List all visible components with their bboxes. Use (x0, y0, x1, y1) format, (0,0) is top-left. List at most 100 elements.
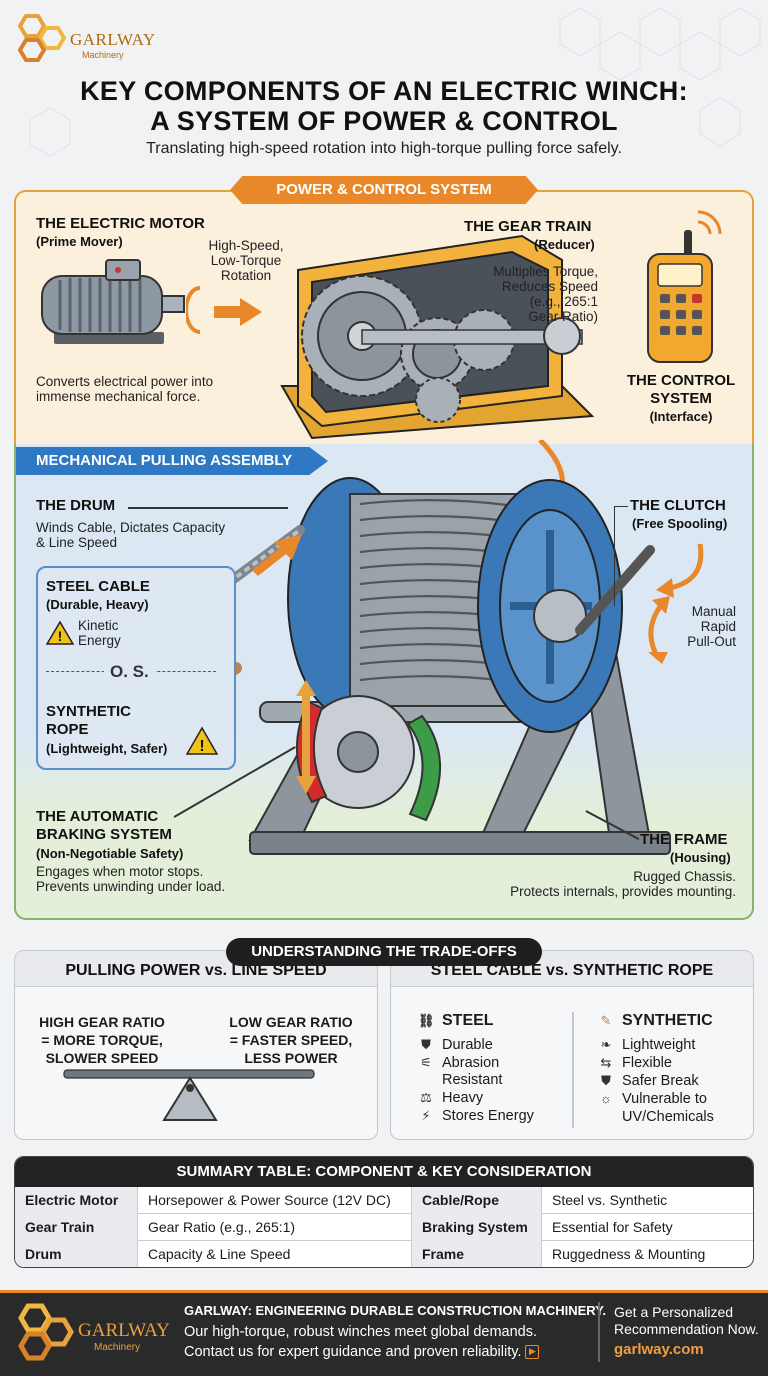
clutch-desc-line-2: Rapid (700, 619, 736, 634)
rope-icon: ✎ (600, 1013, 612, 1028)
steel-head-label: STEEL (442, 1012, 494, 1029)
clutch-arrows-icon (648, 543, 704, 664)
cta-line-1: Get a Personalized (614, 1304, 734, 1320)
braking-system-description: Engages when motor stops. Prevents unwin… (36, 864, 225, 894)
flex-icon: ⇆ (600, 1055, 612, 1070)
gear-desc-line-2: Reduces Speed (501, 279, 598, 294)
synthetic-title-line-2: ROPE (46, 721, 89, 738)
steel-item-label: Heavy (442, 1090, 484, 1106)
synthetic-list: ❧Lightweight ⇆Flexible ⛊Safer Break ☼Vul… (598, 1036, 714, 1126)
rotation-line-2: Low-Torque (210, 253, 282, 268)
steel-item-label: Resistant (442, 1072, 503, 1088)
rotation-arrow-icon (186, 286, 262, 334)
high-gear-ratio-label: HIGH GEAR RATIO = MORE TORQUE, SLOWER SP… (30, 1013, 174, 1067)
clutch-title: THE CLUTCH (630, 497, 726, 514)
footer-logo-tagline: Machinery (94, 1342, 141, 1353)
drum-description: Winds Cable, Dictates Capacity & Line Sp… (36, 520, 225, 550)
clutch-leader-line (614, 506, 628, 606)
table-cell: Steel vs. Synthetic (541, 1187, 753, 1214)
table-cell: Horsepower & Power Source (12V DC) (137, 1187, 407, 1214)
summary-table-title: SUMMARY TABLE: COMPONENT & KEY CONSIDERA… (15, 1157, 753, 1187)
braking-system-title: THE AUTOMATIC BRAKING SYSTEM (36, 808, 172, 844)
motor-description: Converts electrical power into immense m… (36, 374, 213, 404)
shield-icon: ⛊ (601, 1073, 611, 1088)
low-gear-ratio-label: LOW GEAR RATIO = FASTER SPEED, LESS POWE… (216, 1013, 366, 1067)
motor-desc-line-2: immense mechanical force. (36, 389, 201, 404)
synthetic-item-label: Vulnerable to (622, 1091, 707, 1107)
cta-line-2: Recommendation Now. (614, 1321, 759, 1337)
remote-control-illustration (647, 210, 722, 363)
steel-item-label: Abrasion (442, 1055, 500, 1071)
rotation-line-3: Rotation (220, 268, 272, 283)
drum-pointer-arrow (252, 534, 302, 576)
table-cell: Cable/Rope (411, 1187, 541, 1214)
list-item: ⛊ Safer Break (598, 1072, 714, 1090)
column-divider (572, 1012, 574, 1128)
footer-logo[interactable]: GARLWAY Machinery (12, 1300, 172, 1366)
synthetic-item-label: Safer Break (622, 1073, 699, 1089)
synthetic-item-label: Lightweight (622, 1037, 696, 1053)
high-gear-line-3: SLOWER SPEED (45, 1050, 159, 1066)
mechanical-assembly-tab: MECHANICAL PULLING ASSEMBLY (16, 447, 328, 475)
table-row: Electric Motor Horsepower & Power Source… (15, 1187, 753, 1214)
gear-desc-line-3: (e.g., 265:1 (529, 294, 598, 309)
power-control-tab: POWER & CONTROL SYSTEM (230, 176, 538, 204)
drum-leader-line (128, 507, 288, 509)
kinetic-energy-warning: Kinetic Energy (78, 618, 121, 648)
clutch-desc-line-1: Manual (691, 604, 736, 619)
gear-train-description: Multiplies Torque, Reduces Speed (e.g., … (470, 264, 598, 324)
list-item: Resistant (418, 1072, 534, 1089)
gear-train-title: THE GEAR TRAIN (464, 218, 592, 235)
steel-cable-subtitle: (Durable, Heavy) (46, 597, 149, 612)
title-line-2: A SYSTEM OF POWER & CONTROL (150, 106, 618, 136)
brake-desc-line-2: Prevents unwinding under load. (36, 879, 226, 894)
footer-website-link[interactable]: garlway.com (614, 1341, 704, 1358)
drum-desc-line-1: Winds Cable, Dictates Capacity (36, 520, 226, 535)
list-item: ⇆Flexible (598, 1054, 714, 1072)
steel-item-label: Stores Energy (442, 1108, 534, 1124)
list-item: UV/Chemicals (598, 1108, 714, 1126)
table-cell: Gear Ratio (e.g., 265:1) (137, 1214, 407, 1241)
cable-icon: ⛓ (418, 1013, 435, 1028)
hexagon-logo-icon (18, 1303, 74, 1361)
table-cell: Capacity & Line Speed (137, 1241, 407, 1267)
motor-desc-line-1: Converts electrical power into (36, 374, 214, 389)
clutch-desc-line-3: Pull-Out (687, 634, 736, 649)
table-cell: Braking System (411, 1214, 541, 1241)
frame-subtitle: (Housing) (670, 850, 731, 865)
frame-desc-line-2: Protects internals, provides mounting. (510, 884, 736, 899)
list-item: ⚡Stores Energy (418, 1107, 534, 1125)
rotation-label: High-Speed, Low-Torque Rotation (206, 238, 286, 283)
footer-headline: GARLWAY: ENGINEERING DURABLE CONSTRUCTIO… (184, 1303, 607, 1318)
page-subtitle: Translating high-speed rotation into hig… (146, 140, 622, 157)
footer-logo-name: GARLWAY (78, 1320, 170, 1341)
electric-motor-illustration (41, 259, 185, 344)
tradeoffs-tab: UNDERSTANDING THE TRADE-OFFS (226, 938, 542, 966)
steel-column-head: ⛓ STEEL (418, 1012, 494, 1030)
control-title-line-2: SYSTEM (650, 390, 712, 407)
clutch-description: Manual Rapid Pull-Out (662, 604, 736, 649)
arrow-right-icon[interactable]: ▶ (525, 1345, 540, 1360)
logo-name: GARLWAY (70, 30, 156, 49)
steel-cable-title: STEEL CABLE (46, 578, 150, 595)
warning-icon: ! (186, 726, 218, 755)
synthetic-rope-subtitle: (Lightweight, Safer) (46, 741, 168, 756)
weight-icon: ⚖ (420, 1090, 432, 1105)
footer-body: Our high-torque, robust winches meet glo… (184, 1322, 540, 1362)
page-title: KEY COMPONENTS OF AN ELECTRIC WINCH: A S… (0, 76, 768, 136)
footer-body-line-2-row: Contact us for expert guidance and prove… (184, 1342, 540, 1362)
title-line-1: KEY COMPONENTS OF AN ELECTRIC WINCH: (80, 76, 688, 106)
table-cell: Gear Train (15, 1214, 137, 1241)
table-cell: Frame (411, 1241, 541, 1267)
list-item: ☼Vulnerable to (598, 1090, 714, 1108)
svg-text:!: ! (58, 628, 63, 644)
warning-line-2: Energy (78, 633, 121, 648)
footer-cta[interactable]: Get a Personalized Recommendation Now. (614, 1304, 759, 1338)
drum-title: THE DRUM (36, 497, 116, 514)
power-speed-title: PULLING POWER vs. LINE SPEED (15, 951, 377, 987)
shield-icon: ⛊ (421, 1037, 431, 1052)
synthetic-column-head: ✎SYNTHETIC (598, 1012, 713, 1030)
table-row: Gear Train Gear Ratio (e.g., 265:1) Brak… (15, 1214, 753, 1241)
clutch-subtitle: (Free Spooling) (632, 516, 728, 531)
garlway-logo[interactable]: GARLWAY Machinery (12, 12, 155, 68)
